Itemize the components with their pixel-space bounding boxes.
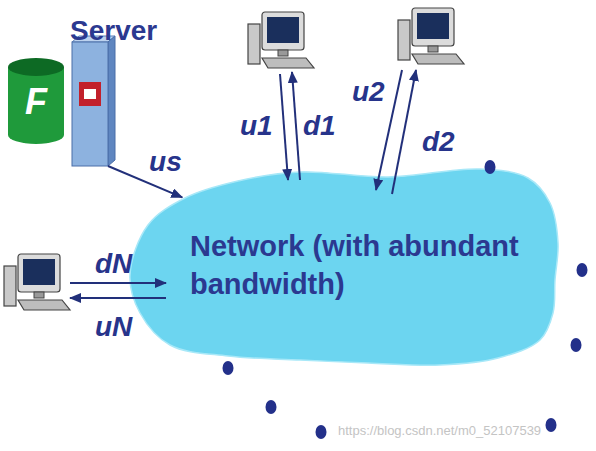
cylinder-top	[8, 58, 64, 76]
network-cloud: Network (with abundant bandwidth)	[128, 163, 558, 368]
peer-computer	[248, 12, 314, 68]
download-arrow	[70, 282, 166, 284]
rate-label: d2	[422, 128, 455, 156]
rate-label: u2	[352, 78, 385, 106]
tower-slot	[79, 82, 101, 106]
file-cylinder: F	[8, 58, 64, 144]
watermark: https://blog.csdn.net/m0_52107539	[338, 424, 541, 437]
file-label: F	[8, 84, 64, 120]
peer-computer	[398, 8, 464, 64]
tower-side	[108, 36, 115, 166]
cloud-shape	[130, 169, 558, 365]
peer-dot	[571, 338, 582, 352]
rate-label: d1	[303, 112, 336, 140]
rate-label: uN	[95, 313, 132, 341]
upload-arrow	[70, 297, 166, 299]
peer-computer	[4, 254, 70, 310]
edge-label: us	[149, 148, 182, 176]
cylinder-body	[8, 67, 64, 144]
download-arrow	[392, 70, 416, 194]
tower-slot-inner	[84, 89, 96, 99]
server-tower-outline	[72, 42, 108, 166]
peer-dot	[546, 418, 557, 432]
rate-label: u1	[240, 112, 273, 140]
server-heading: Server	[70, 17, 157, 45]
peer-dot	[223, 361, 234, 375]
network-cloud-outline	[128, 163, 558, 368]
network-label: Network (with abundant bandwidth)	[190, 227, 540, 303]
download-arrow	[292, 72, 300, 180]
peer-dot	[316, 425, 327, 439]
peer-dot	[485, 160, 496, 174]
peer-dot	[266, 400, 277, 414]
tower-front	[72, 42, 108, 166]
rate-arrow	[108, 166, 182, 197]
upload-arrow	[376, 70, 402, 190]
upload-arrow	[280, 74, 288, 180]
server-tower: Server	[72, 42, 108, 166]
peer-dot	[577, 263, 588, 277]
rate-label: dN	[95, 250, 132, 278]
